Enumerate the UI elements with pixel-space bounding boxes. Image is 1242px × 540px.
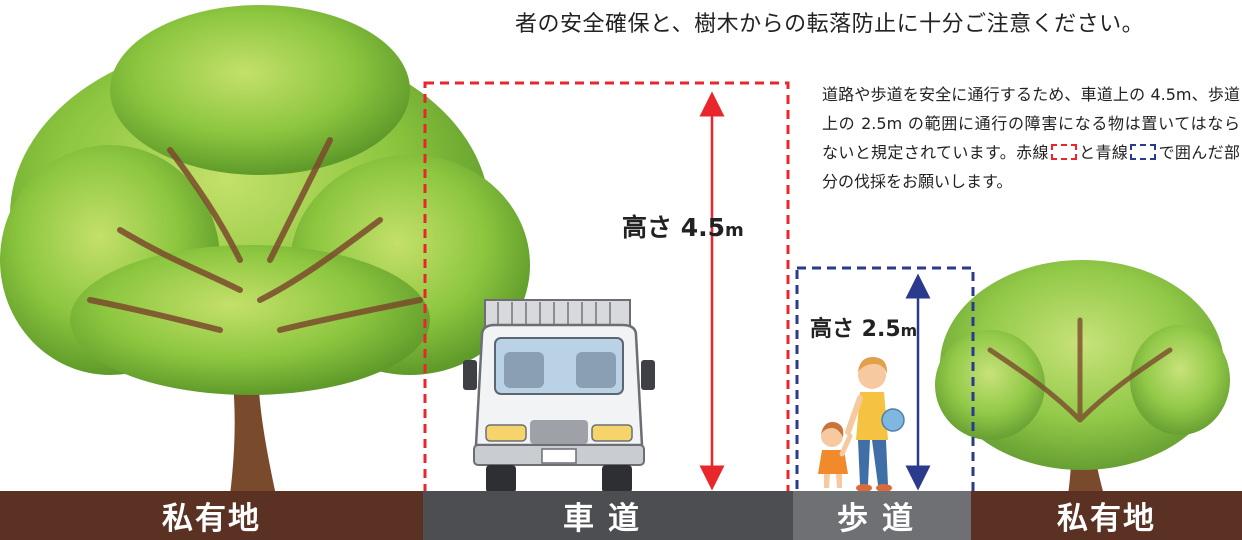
sidewalk-height-unit: m bbox=[900, 321, 918, 340]
sidewalk-height-label: 高さ 2.5m bbox=[810, 311, 917, 343]
blue-dashed-legend-icon bbox=[1130, 144, 1157, 160]
note-text-after: で囲んだ部分の伐採をお願いします。 bbox=[822, 143, 1240, 191]
roadway-height-label: 高さ 4.5m bbox=[622, 208, 744, 244]
ground-zone-bar: 私有地 車道 歩道 私有地 bbox=[0, 491, 1242, 540]
roadway-height-unit: m bbox=[725, 220, 744, 241]
zone-private-land-left: 私有地 bbox=[0, 491, 423, 540]
explanation-note: 道路や歩道を安全に通行するため、車道上の 4.5m、歩道上の 2.5m の範囲に… bbox=[822, 80, 1240, 196]
roadway-height-value: 高さ 4.5 bbox=[622, 213, 725, 242]
mother-and-child-icon bbox=[818, 356, 905, 492]
sidewalk-clearance-blue-frame bbox=[795, 266, 975, 497]
right-tree-icon bbox=[935, 260, 1230, 495]
note-text-middle: と青線 bbox=[1078, 143, 1129, 162]
sidewalk-height-value: 高さ 2.5 bbox=[810, 317, 901, 342]
truck-icon bbox=[463, 299, 655, 493]
left-tree-icon bbox=[0, 5, 530, 495]
zone-sidewalk: 歩道 bbox=[793, 491, 971, 540]
zone-roadway: 車道 bbox=[423, 491, 793, 540]
note-text-before: 道路や歩道を安全に通行するため、車道上の 4.5m、歩道上の 2.5m の範囲に… bbox=[822, 85, 1240, 162]
zone-private-land-right: 私有地 bbox=[971, 491, 1242, 540]
header-caution-text: 者の安全確保と、樹木からの転落防止に十分ご注意ください。 bbox=[515, 12, 1145, 37]
red-dashed-legend-icon bbox=[1050, 144, 1077, 160]
roadway-clearance-red-frame bbox=[423, 81, 790, 497]
